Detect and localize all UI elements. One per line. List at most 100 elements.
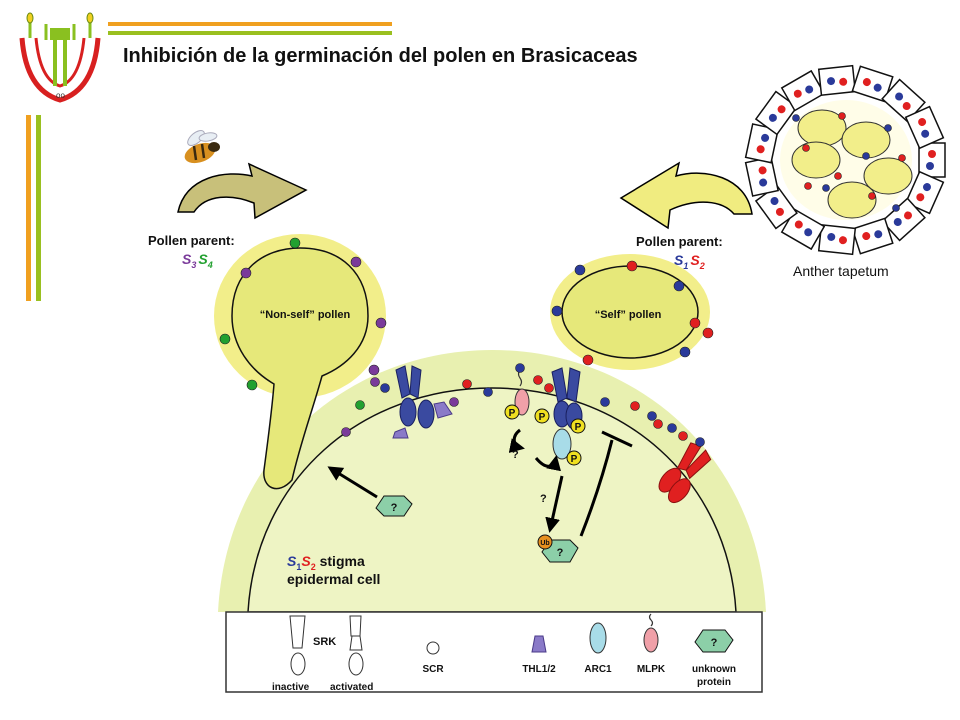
legend-srk-inactive xyxy=(289,615,306,676)
tapetum-cell xyxy=(851,65,894,103)
scr-protein xyxy=(667,423,677,433)
tapetum-cell xyxy=(817,64,857,96)
svg-text:P: P xyxy=(539,412,546,423)
scr-protein xyxy=(551,305,563,317)
svg-text:?: ? xyxy=(711,637,718,649)
thl-protein xyxy=(433,401,453,419)
stigma-papilla xyxy=(218,350,766,613)
scr-protein xyxy=(370,377,380,387)
non-self-pollen-label: “Non-self” pollen xyxy=(260,309,351,321)
right-transfer-arrow-icon xyxy=(619,161,753,230)
legend-srk-activated xyxy=(348,615,364,676)
scr-protein xyxy=(600,397,610,407)
legend-unknown-label-2: protein xyxy=(697,677,731,688)
legend-thl-icon xyxy=(531,635,547,653)
legend-unknown-label-1: unknown xyxy=(692,664,736,675)
slide-title: Inhibición de la germinación del polen e… xyxy=(123,45,638,67)
tapetum-cell xyxy=(904,170,945,215)
svg-text:?: ? xyxy=(557,547,564,559)
scr-protein xyxy=(582,354,594,366)
non-self-pollen-grain xyxy=(214,234,386,490)
scr-protein xyxy=(653,419,663,429)
svg-text:oo: oo xyxy=(56,91,65,100)
scr-protein xyxy=(630,401,640,411)
flower-logo-icon: oo xyxy=(19,12,101,103)
left-pollen-parent-label: Pollen parent: xyxy=(148,233,235,248)
scr-protein xyxy=(626,260,638,272)
scr-protein xyxy=(449,397,459,407)
scr-protein xyxy=(884,124,892,132)
tapetum-cell xyxy=(780,69,826,112)
legend-scr-label: SCR xyxy=(422,664,444,675)
scr-protein xyxy=(804,182,812,190)
tapetum-cell xyxy=(744,156,780,197)
scr-protein xyxy=(647,411,657,421)
scr-protein xyxy=(544,383,554,393)
legend-arc1-icon xyxy=(589,622,607,654)
scr-protein xyxy=(341,427,351,437)
scr-protein xyxy=(862,152,870,160)
scr-protein xyxy=(695,437,705,447)
svg-text:Ub: Ub xyxy=(540,540,549,547)
phosphate-markers: P P P P xyxy=(504,404,586,466)
scr-protein xyxy=(678,431,688,441)
scr-protein xyxy=(679,346,691,358)
tapetum-cell xyxy=(817,224,857,256)
srk-s2-receptor xyxy=(658,442,712,504)
scr-protein xyxy=(868,192,876,200)
scr-protein xyxy=(802,144,810,152)
legend-thl-label: THL1/2 xyxy=(522,664,556,675)
scr-protein xyxy=(289,237,301,249)
legend-mlpk-icon xyxy=(643,613,659,653)
scr-protein xyxy=(834,172,842,180)
question-mark: ? xyxy=(540,493,547,505)
scr-protein xyxy=(483,387,493,397)
scr-protein xyxy=(533,375,543,385)
legend-inactive-label: inactive xyxy=(272,682,310,693)
self-pollen-label: “Self” pollen xyxy=(595,309,662,321)
tapetum-cell xyxy=(754,90,798,136)
tapetum-cell xyxy=(851,217,894,255)
tapetum-cell xyxy=(744,123,780,164)
legend-arc1-label: ARC1 xyxy=(584,664,612,675)
scr-protein xyxy=(689,317,701,329)
tapetum-cell xyxy=(881,197,926,242)
scr-protein xyxy=(822,184,830,192)
scr-protein xyxy=(515,363,525,373)
scr-protein xyxy=(380,383,390,393)
signaling-arrows xyxy=(327,428,633,537)
title-decoration xyxy=(26,22,392,301)
pollen-mother-cells xyxy=(791,109,913,219)
anther-tapetum xyxy=(744,64,946,256)
scr-protein xyxy=(838,112,846,120)
unknown-protein-ubiquitinated: ? Ub xyxy=(537,534,579,563)
legend-srk-label: SRK xyxy=(313,636,336,648)
scr-protein xyxy=(892,204,900,212)
srk-inactive-receptor xyxy=(392,365,453,439)
legend-mlpk-label: MLPK xyxy=(637,664,666,675)
tapetum-cell xyxy=(754,184,798,230)
svg-text:P: P xyxy=(575,422,582,433)
arc1-protein xyxy=(552,428,572,460)
legend: SRK inactive activated SCR THL1/2 ARC1 M… xyxy=(225,611,763,693)
legend-activated-label: activated xyxy=(330,682,373,693)
scr-protein xyxy=(368,364,380,376)
scr-protein xyxy=(792,114,800,122)
svg-text:P: P xyxy=(571,454,578,465)
svg-text:?: ? xyxy=(391,502,398,514)
scr-protein xyxy=(219,333,231,345)
scr-protein xyxy=(673,280,685,292)
tapetum-cell xyxy=(904,105,945,150)
self-pollen-grain xyxy=(550,254,710,370)
thl-protein xyxy=(392,427,409,439)
scr-protein xyxy=(898,154,906,162)
scr-protein xyxy=(246,379,258,391)
scr-protein xyxy=(240,267,252,279)
question-mark: ? xyxy=(512,449,519,461)
legend-unknown-protein-icon: ? xyxy=(694,629,734,653)
bee-icon xyxy=(184,130,220,164)
scr-protein xyxy=(702,327,714,339)
